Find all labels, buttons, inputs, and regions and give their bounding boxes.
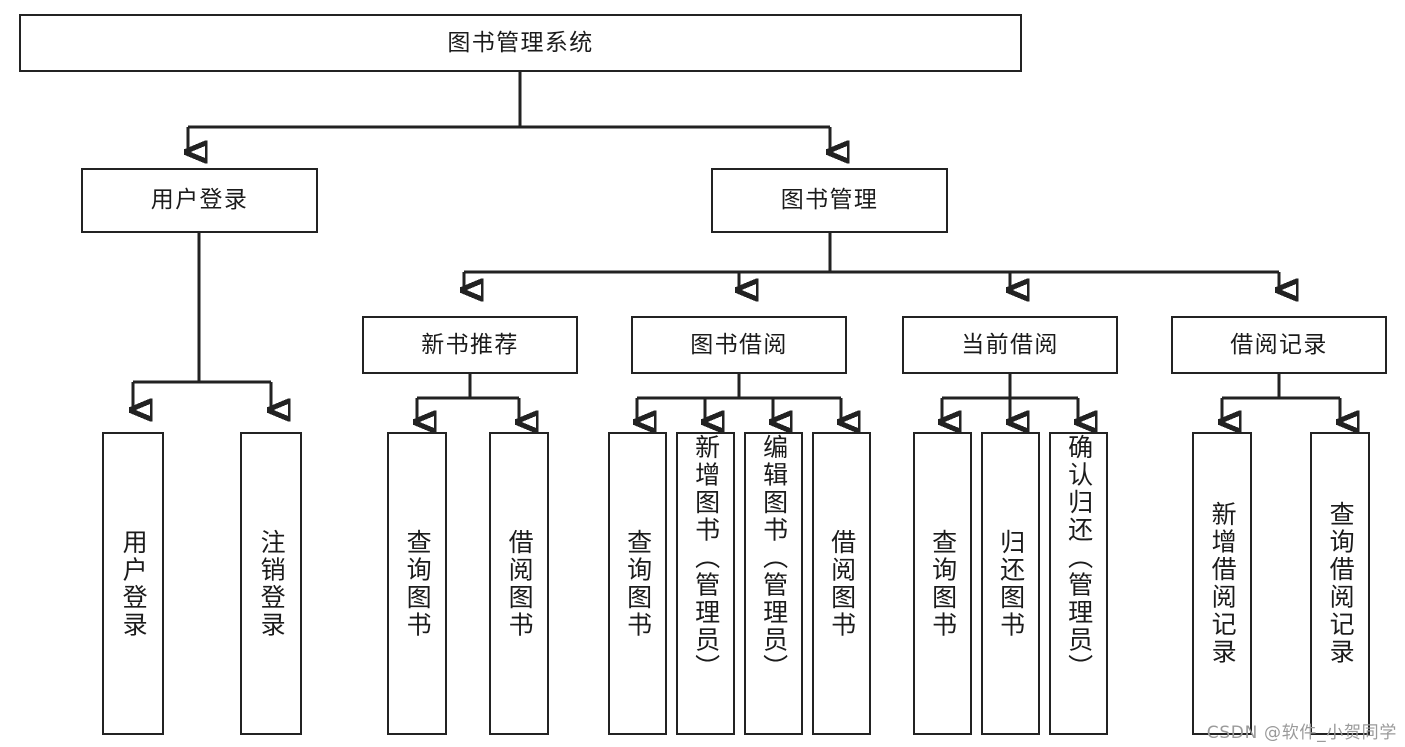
node-label: 图书借阅	[690, 331, 788, 358]
leaf-user-login[interactable]: 用户登录	[102, 432, 164, 735]
leaf-confirm-return-admin[interactable]: 确认归还（管理员）	[1049, 432, 1108, 735]
node-user-login[interactable]: 用户登录	[81, 168, 318, 233]
node-label: 借阅图书	[827, 528, 857, 639]
node-new-book-recommend[interactable]: 新书推荐	[362, 316, 578, 374]
node-label: 确认归还（管理员）	[1064, 434, 1094, 682]
node-label: 新增借阅记录	[1208, 501, 1238, 666]
node-book-borrow[interactable]: 图书借阅	[631, 316, 847, 374]
node-label: 当前借阅	[961, 331, 1059, 358]
node-label: 查询图书	[928, 528, 958, 639]
node-root-system[interactable]: 图书管理系统	[19, 14, 1022, 72]
node-label: 图书管理	[780, 187, 879, 214]
leaf-add-book-admin[interactable]: 新增图书（管理员）	[676, 432, 735, 735]
leaf-logout[interactable]: 注销登录	[240, 432, 302, 735]
leaf-add-borrow-record[interactable]: 新增借阅记录	[1192, 432, 1252, 735]
node-current-borrow[interactable]: 当前借阅	[902, 316, 1118, 374]
leaf-borrow-book-borrow[interactable]: 借阅图书	[812, 432, 871, 735]
node-label: 新书推荐	[421, 331, 519, 358]
node-label: 图书管理系统	[447, 29, 594, 56]
leaf-edit-book-admin[interactable]: 编辑图书（管理员）	[744, 432, 803, 735]
node-label: 用户登录	[119, 528, 149, 639]
node-label: 用户登录	[150, 187, 249, 214]
node-label: 编辑图书（管理员）	[759, 434, 789, 682]
node-label: 新增图书（管理员）	[691, 434, 721, 682]
node-book-management[interactable]: 图书管理	[711, 168, 948, 233]
node-label: 查询图书	[403, 528, 433, 639]
leaf-query-book-current[interactable]: 查询图书	[913, 432, 972, 735]
node-borrow-record[interactable]: 借阅记录	[1171, 316, 1387, 374]
node-label: 借阅记录	[1230, 331, 1328, 358]
leaf-query-borrow-record[interactable]: 查询借阅记录	[1310, 432, 1370, 735]
csdn-watermark: CSDN @软件_小贺同学	[1206, 723, 1397, 743]
leaf-query-book-borrow[interactable]: 查询图书	[608, 432, 667, 735]
node-label: 查询借阅记录	[1326, 501, 1356, 666]
node-label: 查询图书	[623, 528, 653, 639]
node-label: 注销登录	[257, 528, 287, 639]
node-label: 借阅图书	[505, 528, 535, 639]
leaf-query-book-new-rec[interactable]: 查询图书	[387, 432, 447, 735]
leaf-return-book[interactable]: 归还图书	[981, 432, 1040, 735]
node-label: 归还图书	[996, 528, 1026, 639]
leaf-borrow-book-new-rec[interactable]: 借阅图书	[489, 432, 549, 735]
